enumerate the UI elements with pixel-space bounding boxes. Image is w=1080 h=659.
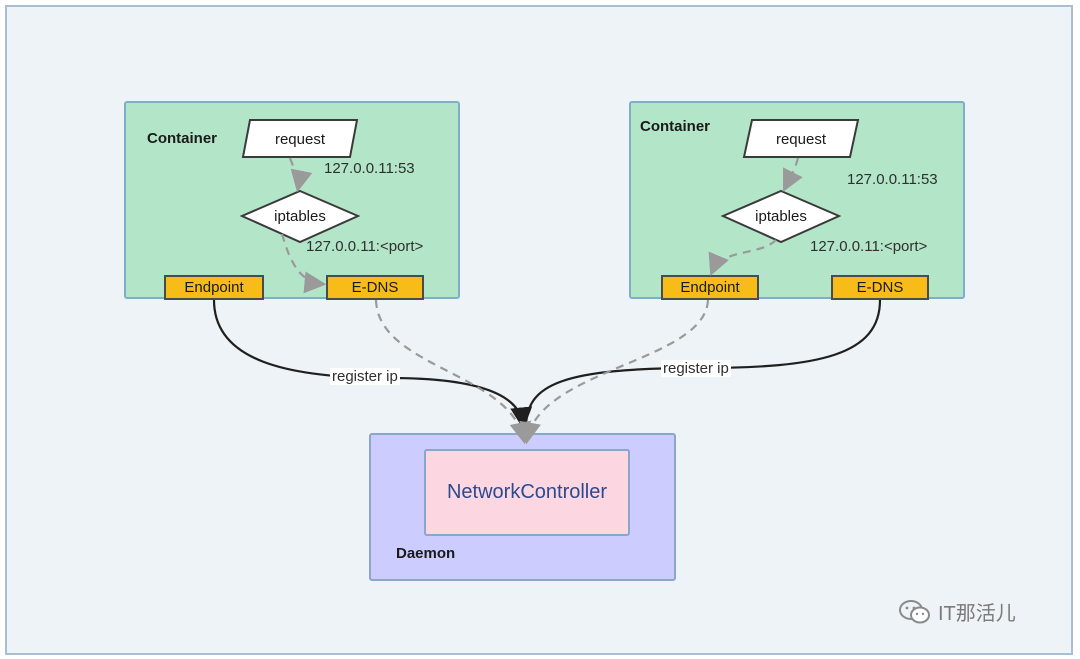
right-register-label: register ip bbox=[661, 360, 731, 377]
container-right-title: Container bbox=[640, 118, 711, 135]
container-right-iptables-label: iptables bbox=[755, 208, 807, 225]
container-right-dns-addr: 127.0.0.11:53 bbox=[847, 171, 938, 188]
left-edns-to-controller bbox=[374, 299, 532, 445]
container-right-request-label: request bbox=[776, 131, 827, 148]
container-left-request-shape bbox=[241, 119, 359, 158]
left-register-label: register ip bbox=[330, 368, 400, 385]
right-endpoint-to-controller bbox=[519, 299, 710, 445]
watermark: IT那活儿 bbox=[898, 597, 1016, 626]
container-left-iptables-to-edns bbox=[280, 233, 327, 294]
container-right-edns: E-DNS bbox=[831, 275, 929, 300]
container-right-iptables-to-endpoint bbox=[708, 239, 777, 277]
container-right-request-shape bbox=[742, 119, 860, 158]
container-left-iptables-label: iptables bbox=[274, 208, 326, 225]
container-left-dns-addr: 127.0.0.11:53 bbox=[324, 160, 415, 177]
container-left-iptables-shape bbox=[239, 189, 361, 244]
daemon-title: Daemon bbox=[396, 545, 456, 562]
container-right-port-addr: 127.0.0.11:<port> bbox=[810, 238, 928, 255]
container-right-endpoint: Endpoint bbox=[661, 275, 759, 300]
container-left-title: Container bbox=[147, 130, 218, 147]
container-left-edns: E-DNS bbox=[326, 275, 424, 300]
wechat-icon bbox=[899, 599, 930, 623]
left-register-edge bbox=[212, 299, 533, 430]
container-right-request-to-iptables bbox=[783, 157, 803, 192]
container-right-iptables-shape bbox=[720, 189, 842, 244]
network-controller-box: NetworkController bbox=[424, 449, 630, 536]
container-left-request-label: request bbox=[275, 131, 326, 148]
container-left-port-addr: 127.0.0.11:<port> bbox=[306, 238, 424, 255]
container-left-request-to-iptables bbox=[288, 157, 313, 193]
watermark-text: IT那活儿 bbox=[938, 603, 1016, 625]
container-left-endpoint: Endpoint bbox=[164, 275, 264, 300]
